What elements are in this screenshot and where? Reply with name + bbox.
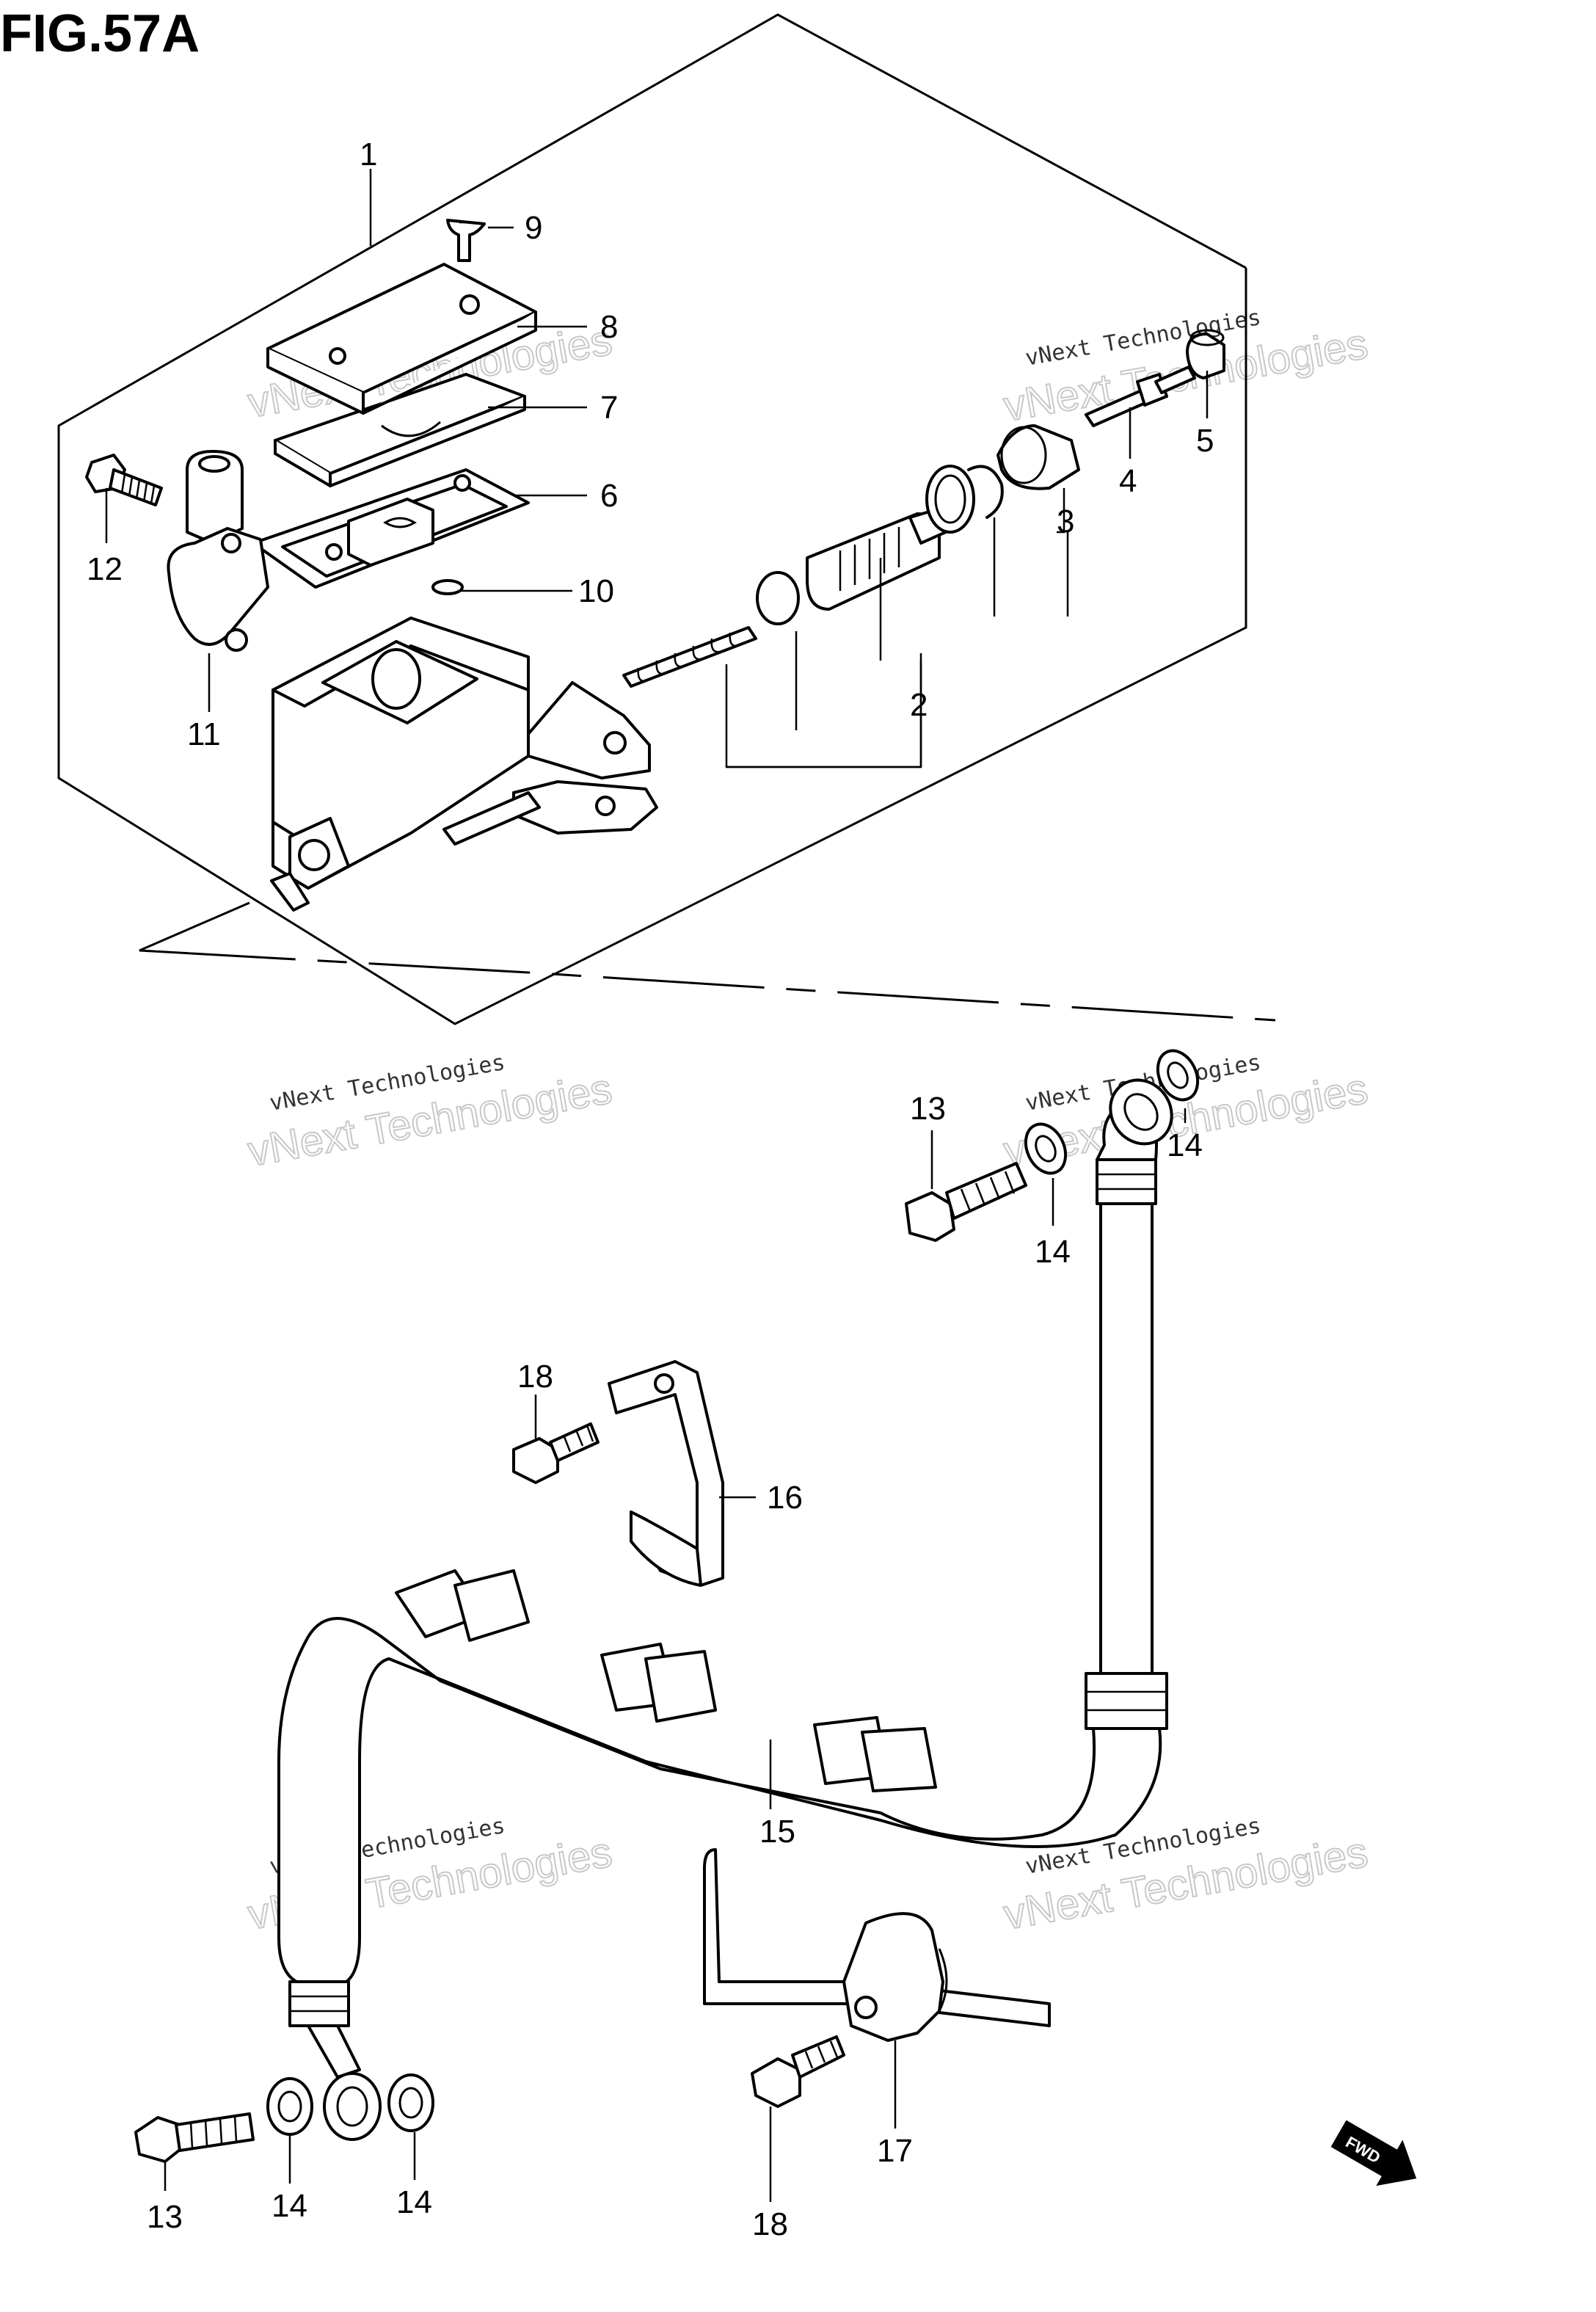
- part-17-hose-clamp: [703, 1848, 1051, 2042]
- part-12-bolt: [85, 454, 163, 506]
- part-13-union-bolt-lower: [134, 2112, 255, 2163]
- part-15-clutch-hose: [277, 1103, 1168, 2141]
- figure-title: FIG.57A: [0, 4, 200, 63]
- callout-18-upper: 18: [517, 1359, 553, 1395]
- connection-dashed-line: [139, 901, 1276, 1022]
- callout-14-upper-right: 14: [1167, 1127, 1203, 1163]
- part-10-clip: [431, 579, 464, 595]
- part-13-union-bolt-upper: [905, 1162, 1027, 1242]
- part-14-washer-lower-b: [387, 2073, 434, 2132]
- callout-2: 2: [910, 687, 928, 723]
- watermark: vNext Technologies vNext Technologies: [999, 1813, 1372, 1940]
- callout-15: 15: [759, 1814, 795, 1850]
- assembly-boundary: [57, 13, 1247, 1025]
- callout-14-lower-left: 14: [272, 2188, 307, 2224]
- callout-18-lower: 18: [752, 2206, 788, 2242]
- part-6-diaphragm: [252, 468, 530, 589]
- callout-9: 9: [525, 210, 542, 246]
- master-cylinder-body: [270, 617, 658, 912]
- part-11-clamp: [167, 450, 269, 652]
- callout-1: 1: [360, 137, 377, 172]
- part-16-hose-bracket: [608, 1360, 724, 1587]
- part-3-seal-set: [925, 424, 1080, 534]
- part-5-boot: [1186, 329, 1225, 379]
- callout-10: 10: [578, 573, 614, 609]
- part-18-bolt-upper: [512, 1422, 600, 1484]
- callout-17: 17: [877, 2133, 913, 2169]
- callout-14-lower-right: 14: [396, 2184, 432, 2220]
- callout-16: 16: [767, 1480, 803, 1516]
- watermark: vNext Technologies vNext Technologies: [999, 305, 1372, 432]
- callout-7: 7: [600, 390, 618, 426]
- leader-lines: [105, 169, 1209, 2202]
- callout-3: 3: [1057, 504, 1074, 539]
- callout-5: 5: [1196, 423, 1214, 459]
- part-14-washer-lower-a: [266, 2077, 313, 2136]
- callout-11: 11: [187, 716, 221, 752]
- callout-6: 6: [600, 478, 618, 514]
- callout-12: 12: [87, 551, 123, 587]
- callout-13-lower: 13: [147, 2199, 183, 2235]
- callout-4: 4: [1119, 463, 1137, 499]
- callouts: 1 9 8 7 6 10 12 11 5 4 3 2 13 14 14 18 1…: [87, 137, 1214, 2242]
- part-14-washer-upper-b: [1156, 1049, 1200, 1102]
- part-7-plate: [274, 373, 526, 487]
- part-18-bolt-lower: [751, 2035, 845, 2108]
- part-9-screw: [446, 219, 486, 262]
- callout-13-upper: 13: [910, 1091, 946, 1127]
- part-2-piston-set: [622, 505, 957, 688]
- hose-banjo-upper: [1109, 1078, 1173, 1146]
- watermark: vNext Technologies vNext Technologies: [244, 1050, 616, 1177]
- callout-8: 8: [600, 309, 618, 345]
- part-4-pushrod: [1085, 366, 1196, 427]
- part-8-cap: [266, 263, 537, 415]
- fwd-arrow-icon: FWD: [1330, 2120, 1417, 2186]
- part-14-washer-upper-a: [1024, 1122, 1068, 1175]
- callout-14-upper-left: 14: [1035, 1234, 1071, 1270]
